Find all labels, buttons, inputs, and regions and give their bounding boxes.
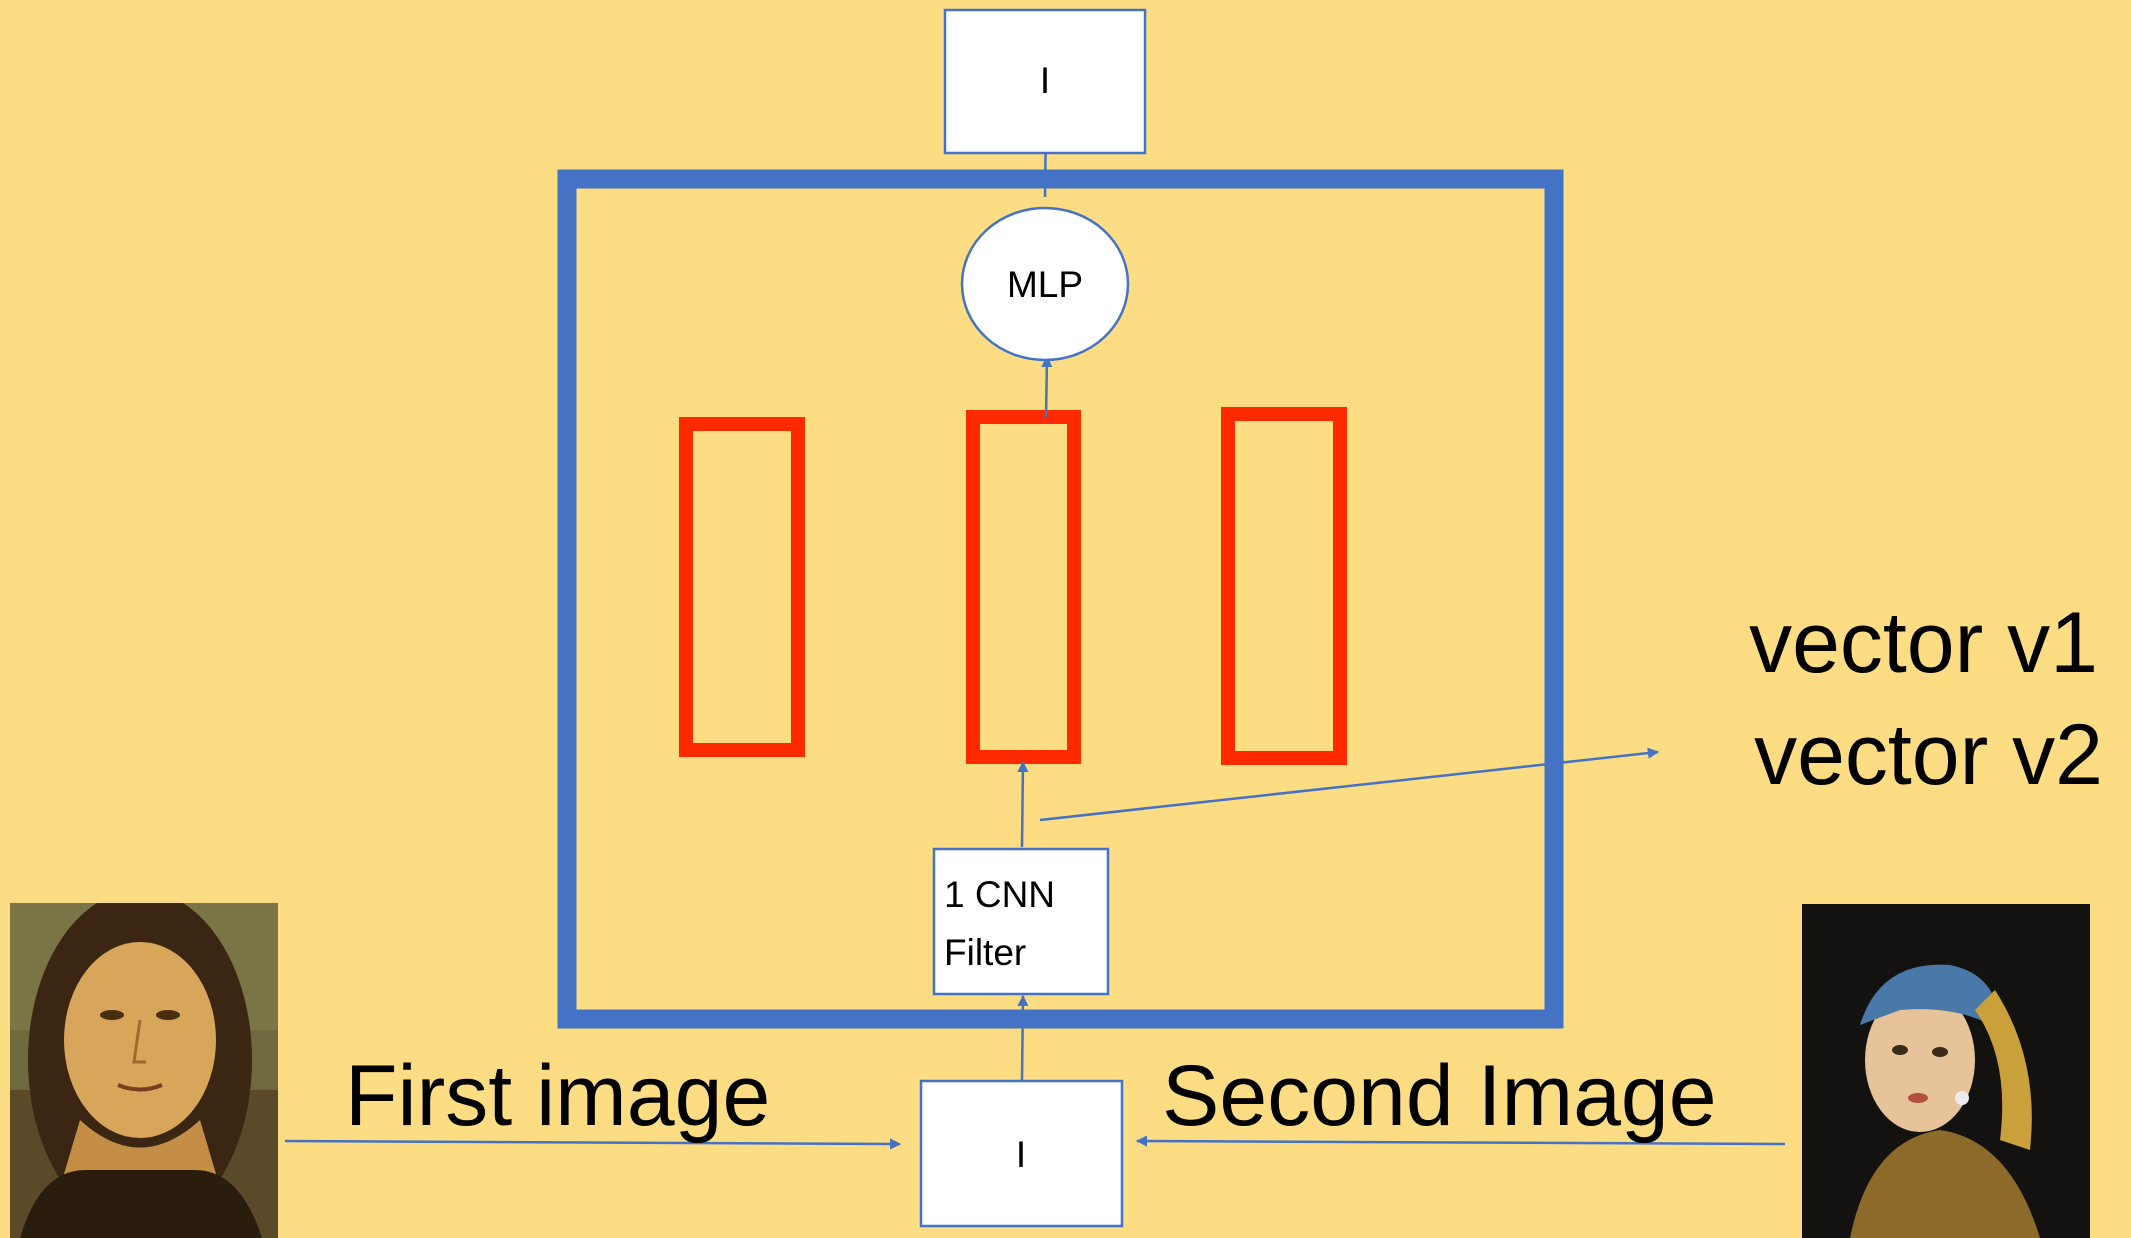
arrow-map-to-mlp [1041,355,1053,418]
input-node: I [919,1079,1124,1228]
cnn-filter-node: 1 CNN Filter [932,847,1110,996]
output-node: I [943,8,1147,155]
second-image-portrait [1802,904,2090,1238]
arrow-first-image [284,1138,902,1150]
first-image-portrait [10,903,278,1238]
vector-v1-label: vector v1 [1749,595,2098,691]
feature-map-3 [1221,407,1347,765]
mlp-label: MLP [1007,264,1083,305]
vector-v2-label: vector v2 [1754,707,2103,803]
mlp-node: MLP [960,206,1130,362]
arrow-to-vectors [1039,747,1660,822]
input-node-label: I [1016,1134,1026,1175]
feature-map-2 [966,410,1081,764]
cnn-filter-label-line1: 1 CNN [944,874,1055,915]
network-frame [557,169,1564,1029]
feature-map-1 [679,417,805,757]
arrow-second-image [1135,1135,1786,1147]
cnn-filter-label-line2: Filter [944,932,1026,973]
output-node-label: I [1040,60,1050,101]
second-image-label: Second Image [1162,1048,1717,1144]
arrow-filter-to-map [1017,760,1029,848]
first-image-label: First image [345,1048,770,1144]
arrow-input-to-filter [1017,994,1029,1081]
